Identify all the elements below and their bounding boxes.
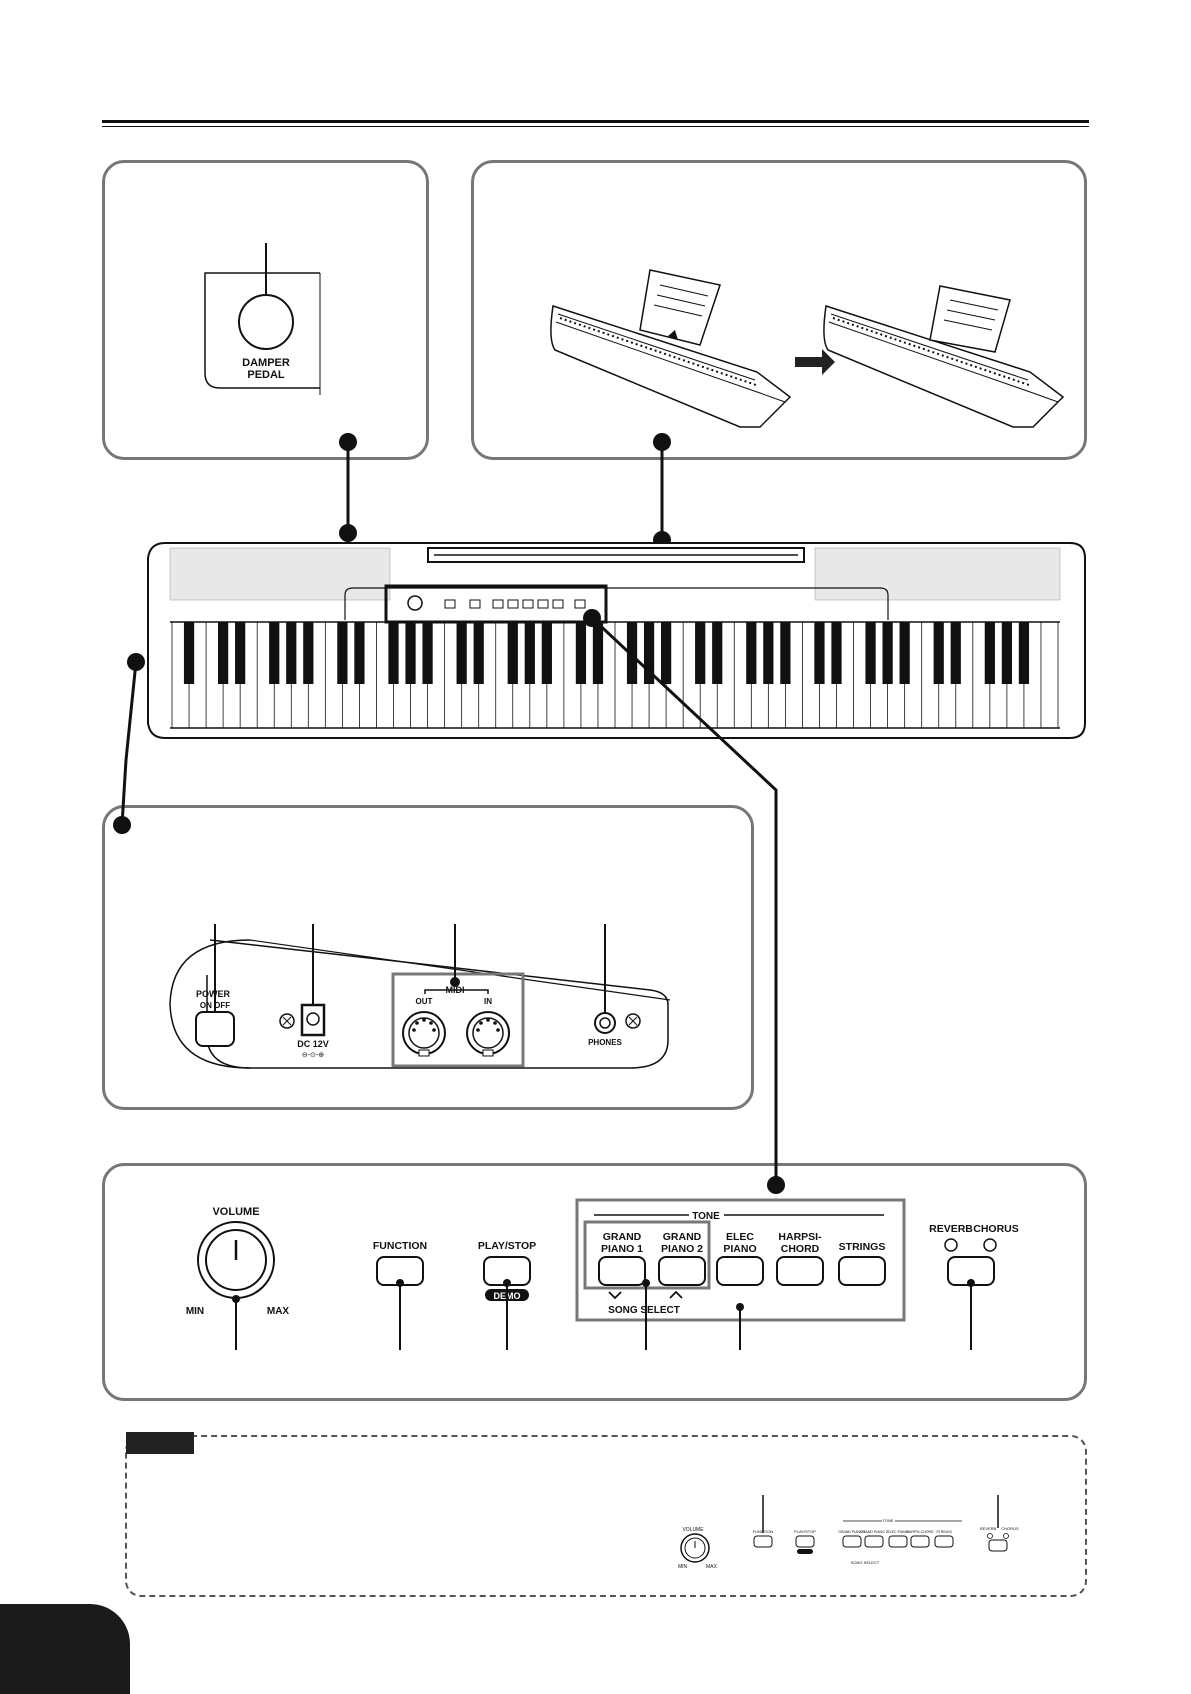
tone-button-4 (776, 1256, 824, 1286)
note-tab (126, 1432, 194, 1454)
chevron-down-icon (608, 1291, 622, 1300)
tone-button-sublabel-2: PIANO 2 (661, 1243, 703, 1255)
volume-min-label: MIN (186, 1306, 204, 1317)
damper-pedal-label-1: DAMPER (242, 357, 290, 369)
pedal-jack-illustration: DAMPER PEDAL (204, 243, 321, 395)
mini-chorus-label: CHORUS (1001, 1526, 1019, 1531)
pedal-callout-dot-2 (339, 524, 357, 542)
mini-min-label: MIN (678, 1564, 688, 1570)
phones-label: PHONES (588, 1038, 622, 1047)
chorus-label: CHORUS (973, 1223, 1019, 1235)
music-stand-illustration (550, 269, 1065, 428)
mini-volume-label: VOLUME (682, 1527, 704, 1533)
speaker-grille-right (814, 547, 1061, 601)
chorus-led (983, 1238, 997, 1252)
power-states-label: ON OFF (200, 1001, 230, 1010)
tone-button-2 (658, 1256, 706, 1286)
mini-tone-button-3 (888, 1535, 908, 1548)
mini-tone-label-3: ELEC PIANO (887, 1530, 908, 1534)
tone-button-3 (716, 1256, 764, 1286)
back-panel-detail (102, 805, 754, 1110)
power-switch (195, 1011, 235, 1047)
tone-button-sublabel-4: CHORD (781, 1243, 820, 1255)
midi-in-port (466, 1011, 510, 1057)
playstop-label: PLAY/STOP (478, 1240, 536, 1252)
mini-song-select-label: SONG SELECT (851, 1560, 880, 1565)
mini-demo-badge (797, 1549, 813, 1554)
mini-tone-label-4: HARPSI-CHORD (906, 1530, 934, 1534)
tone-button-label-4: HARPSI- (778, 1231, 822, 1243)
tone-button-5 (838, 1256, 886, 1286)
mini-tone-button-2 (864, 1535, 884, 1548)
speaker-grille-left (169, 547, 391, 601)
mini-tone-label-2: GRAND PIANO 2 (860, 1530, 887, 1534)
midi-out-port (402, 1011, 446, 1057)
reverb-led (944, 1238, 958, 1252)
piano-with-stand-after (823, 285, 1065, 428)
piano-with-stand-before (550, 269, 792, 428)
keyboard-keys (171, 622, 1059, 728)
midi-out-label: OUT (416, 997, 433, 1006)
mini-tone-label-1: GRAND PIANO 1 (838, 1530, 865, 1534)
tone-button-sublabel-3: PIANO (723, 1243, 756, 1255)
damper-pedal-jack (238, 294, 294, 350)
tone-button-label-1: GRAND (603, 1231, 642, 1243)
midi-in-label: IN (484, 997, 492, 1006)
mini-function-label: FUNCTION (753, 1529, 774, 1534)
mini-tone-label-5: STRINGS (936, 1530, 952, 1534)
mini-reverb-label: REVERB (980, 1526, 997, 1531)
dc-polarity-icon: ⊖-⊙-⊕ (302, 1052, 324, 1059)
mini-reverb-chorus-button (988, 1539, 1008, 1552)
midi-highlight (391, 972, 525, 1068)
mini-tone-header: TONE (882, 1518, 893, 1523)
note-mini-panel: VOLUME MIN MAX FUNCTION PLAY/STOP TONE G… (678, 1495, 1019, 1570)
tone-button-label-5: STRINGS (839, 1241, 886, 1253)
tone-button-1 (598, 1256, 646, 1286)
tone-button-sublabel-1: PIANO 1 (601, 1243, 643, 1255)
tone-header: TONE (692, 1211, 720, 1222)
note-box (125, 1435, 1087, 1597)
control-panel-illustration: VOLUME MIN MAX FUNCTION PLAY/STOP DEMO T… (186, 1198, 1019, 1350)
arrow-icon (795, 349, 835, 375)
tone-button-label-3: ELEC (726, 1231, 754, 1243)
panel-callout-dot-2 (767, 1176, 785, 1194)
reverb-label: REVERB (929, 1223, 973, 1235)
mini-max-label: MAX (706, 1564, 718, 1570)
back-panel-illustration: POWER ON OFF DC 12V ⊖-⊙-⊕ MIDI OUT IN (169, 924, 671, 1069)
control-panel-detail (102, 1163, 1087, 1401)
header-rule-thin (102, 126, 1089, 127)
function-label: FUNCTION (373, 1240, 427, 1252)
mini-tone-button-4 (910, 1535, 930, 1548)
mini-tone-button-5 (934, 1535, 954, 1548)
mini-playstop-button (795, 1535, 815, 1548)
mini-playstop-label: PLAY/STOP (794, 1529, 816, 1534)
volume-label: VOLUME (212, 1206, 259, 1218)
mini-function-button (753, 1535, 773, 1548)
tone-button-label-2: GRAND (663, 1231, 702, 1243)
page-corner-tab (0, 1604, 130, 1694)
song-select-label: SONG SELECT (608, 1305, 680, 1316)
power-label: POWER (196, 989, 231, 999)
mini-tone-button-1 (842, 1535, 862, 1548)
back-callout-dot-2 (113, 816, 131, 834)
damper-pedal-label-2: PEDAL (247, 369, 285, 381)
dc-label: DC 12V (297, 1039, 329, 1049)
header-rule (102, 120, 1089, 123)
volume-max-label: MAX (267, 1306, 290, 1317)
chevron-up-icon (669, 1290, 683, 1299)
